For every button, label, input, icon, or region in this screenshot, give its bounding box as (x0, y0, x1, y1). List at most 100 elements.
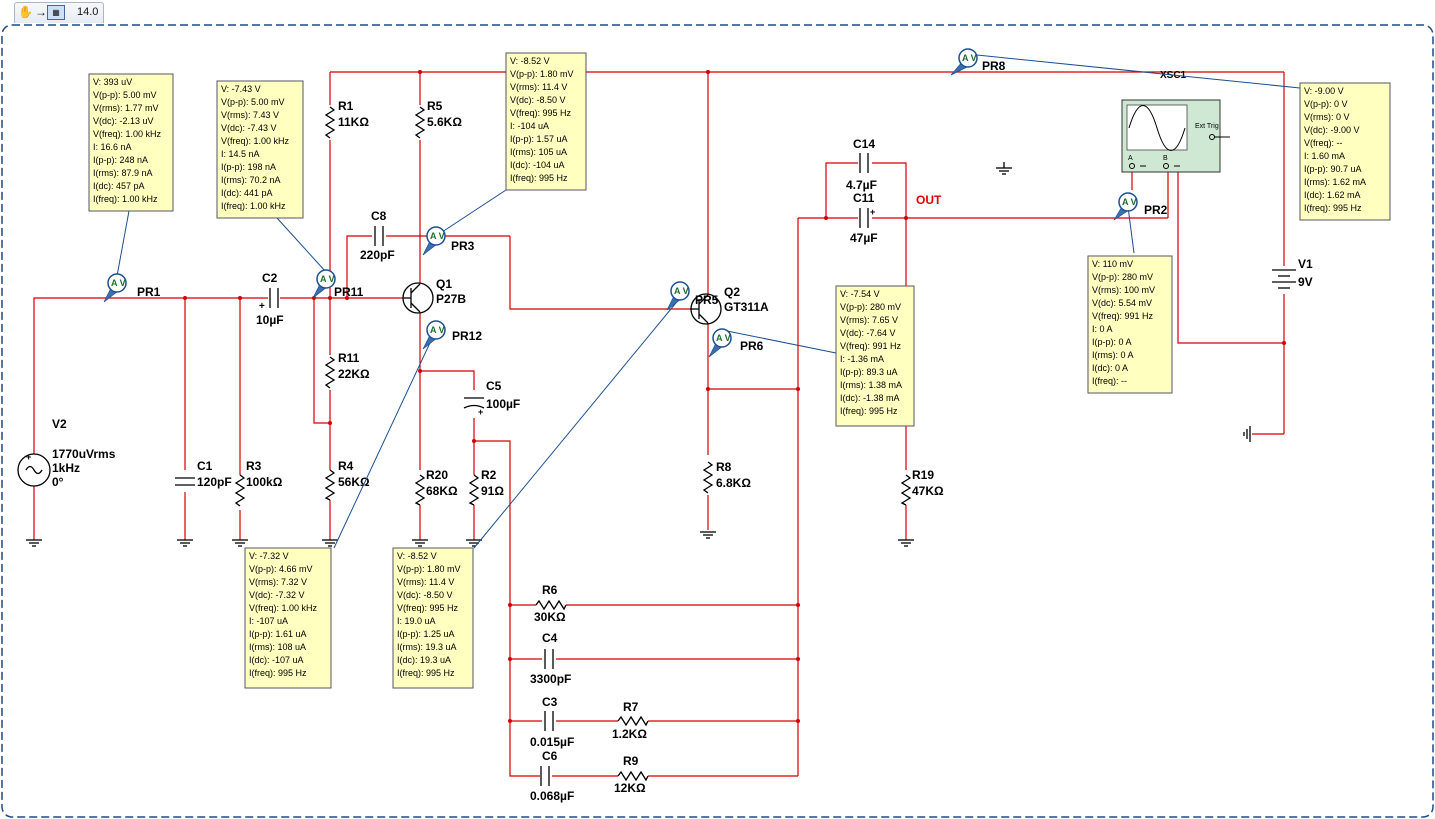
probe-readout-line: I(freq): 1.00 kHz (221, 201, 286, 211)
probe-readout-line: V(freq): -- (1304, 138, 1343, 148)
resistor-r7[interactable] (617, 715, 649, 727)
probe-readout-line: I: 16.6 nA (93, 142, 132, 152)
probe-readout-line: V(rms): 1.77 mV (93, 103, 159, 113)
scope-channel-b-label: B (1163, 155, 1168, 162)
r6-name: R6 (542, 583, 558, 597)
scope-ext-trig-label: Ext Trig (1195, 123, 1219, 130)
r11-name: R11 (338, 351, 360, 365)
r2-value: 91Ω (481, 484, 504, 498)
probe-readout-line: I(dc): 441 pA (221, 188, 273, 198)
q2-name: Q2 (724, 285, 740, 299)
probe-pr8-marker[interactable]: A V (950, 48, 978, 76)
probe-readout-line: I(rms): 105 uA (510, 147, 567, 157)
probe-readout-line: V: -7.43 V (221, 84, 261, 94)
v2-phase: 0° (52, 475, 64, 489)
probe-pr2-marker[interactable]: A V (1113, 192, 1138, 221)
oscilloscope-xsc1[interactable] (1121, 99, 1230, 173)
resistor-r20[interactable] (414, 474, 426, 506)
probe-readout-line: I(dc): -1.38 mA (840, 393, 900, 403)
c14-name: C14 (853, 137, 875, 151)
resistor-r1[interactable] (324, 106, 336, 139)
svg-text:+: + (259, 301, 265, 312)
simulation-icon[interactable]: ▦ (47, 5, 65, 20)
probe-readout-line: I(rms): 1.38 mA (840, 380, 902, 390)
svg-text:+: + (870, 207, 875, 217)
capacitor-c4[interactable] (544, 649, 554, 669)
probe-readout-line: V(dc): -7.43 V (221, 123, 277, 133)
probe-pr1-marker[interactable]: A V (103, 273, 127, 303)
probe-readout-line: V: -8.52 V (510, 56, 550, 66)
probe-pr11-marker[interactable]: A V (312, 269, 336, 299)
probe-pr11-label: PR11 (334, 285, 364, 299)
probe-pr5-readout: V: -8.52 VV(p-p): 1.80 mVV(rms): 11.4 VV… (392, 547, 474, 689)
probe-pr3-label: PR3 (451, 239, 475, 253)
probe-pr8-readout: V: -9.00 VV(p-p): 0 VV(rms): 0 VV(dc): -… (1299, 82, 1391, 221)
ac-source-v2[interactable]: + (17, 452, 51, 487)
r20-value: 68KΩ (426, 484, 458, 498)
resistor-r8[interactable] (702, 461, 714, 494)
probe-pr6-marker[interactable]: A V (708, 328, 732, 358)
probe-readout-line: V(rms): 0 V (1304, 112, 1350, 122)
r7-value: 1.2KΩ (612, 727, 647, 741)
probe-pr2-readout: V: 110 mVV(p-p): 280 mVV(rms): 100 mVV(d… (1087, 255, 1173, 394)
resistor-r6[interactable] (535, 599, 567, 611)
capacitor-c3[interactable] (544, 711, 554, 731)
capacitor-c5[interactable] (463, 397, 485, 409)
capacitor-c6[interactable] (540, 766, 550, 786)
probe-glyph: A V (430, 325, 445, 335)
probe-readout-line: I(rms): 1.62 mA (1304, 177, 1366, 187)
probe-readout-line: I(p-p): 248 nA (93, 155, 148, 165)
capacitor-c14[interactable] (859, 153, 869, 173)
resistor-r2[interactable] (468, 474, 480, 506)
resistor-r11[interactable] (324, 356, 336, 389)
probe-pr6-label: PR6 (740, 339, 764, 353)
transistor-q2[interactable] (690, 293, 722, 325)
capacitor-c1[interactable] (175, 477, 195, 486)
probe-readout-line: V(rms): 7.65 V (840, 315, 898, 325)
battery-v1[interactable] (1272, 269, 1296, 289)
v1-value: 9V (1298, 275, 1313, 289)
probe-pr3-marker[interactable]: A V (422, 226, 446, 256)
c1-name: C1 (197, 459, 213, 473)
probe-readout-line: V: 393 uV (93, 77, 132, 87)
probe-pr12-label: PR12 (452, 329, 482, 343)
capacitor-c8[interactable] (374, 226, 384, 246)
resistor-r4[interactable] (324, 469, 336, 501)
probe-readout-line: I(p-p): 89.3 uA (840, 367, 898, 377)
probe-readout-line: V(rms): 7.43 V (221, 110, 279, 120)
probe-readout-line: V(p-p): 1.80 mV (510, 69, 574, 79)
probe-readout-line: V(freq): 1.00 kHz (93, 129, 162, 139)
resistor-r3[interactable] (234, 474, 246, 507)
probe-readout-line: V: -7.54 V (840, 289, 880, 299)
document-tab[interactable]: ✋ → ▦ 14.0 (14, 2, 104, 23)
resistor-r9[interactable] (617, 770, 649, 782)
probe-readout-line: I: -1.36 mA (840, 354, 884, 364)
probe-glyph: A V (320, 274, 335, 284)
hand-icon[interactable]: ✋ (18, 5, 33, 19)
probe-readout-line: V(dc): 5.54 mV (1092, 298, 1152, 308)
probe-readout-line: I(p-p): 1.61 uA (249, 629, 307, 639)
transistor-q1[interactable] (402, 282, 434, 314)
probe-pr5-marker[interactable]: A V (666, 281, 690, 311)
probe-readout-line: I(dc): -104 uA (510, 160, 565, 170)
c1-value: 120pF (197, 475, 232, 489)
r4-value: 56KΩ (338, 475, 370, 489)
q1-name: Q1 (436, 277, 452, 291)
capacitor-c11[interactable] (859, 208, 869, 228)
c2-value: 10µF (256, 313, 284, 327)
resistor-r5[interactable] (414, 106, 426, 139)
output-net-label: OUT (916, 193, 942, 207)
resistor-r19[interactable] (900, 474, 912, 506)
probe-readout-line: V(p-p): 280 mV (840, 302, 901, 312)
r5-name: R5 (427, 99, 443, 113)
probe-pr12-marker[interactable]: A V (422, 320, 446, 350)
probe-readout-line: I(dc): 0 A (1092, 363, 1128, 373)
r1-value: 11KΩ (338, 115, 369, 129)
ground-symbols (26, 162, 1251, 547)
capacitor-c2[interactable] (269, 288, 279, 308)
c8-value: 220pF (360, 248, 395, 262)
svg-text:+: + (478, 407, 483, 417)
probe-readout-line: I: -104 uA (510, 121, 549, 131)
document-tab-bar: ✋ → ▦ 14.0 (0, 0, 1435, 24)
